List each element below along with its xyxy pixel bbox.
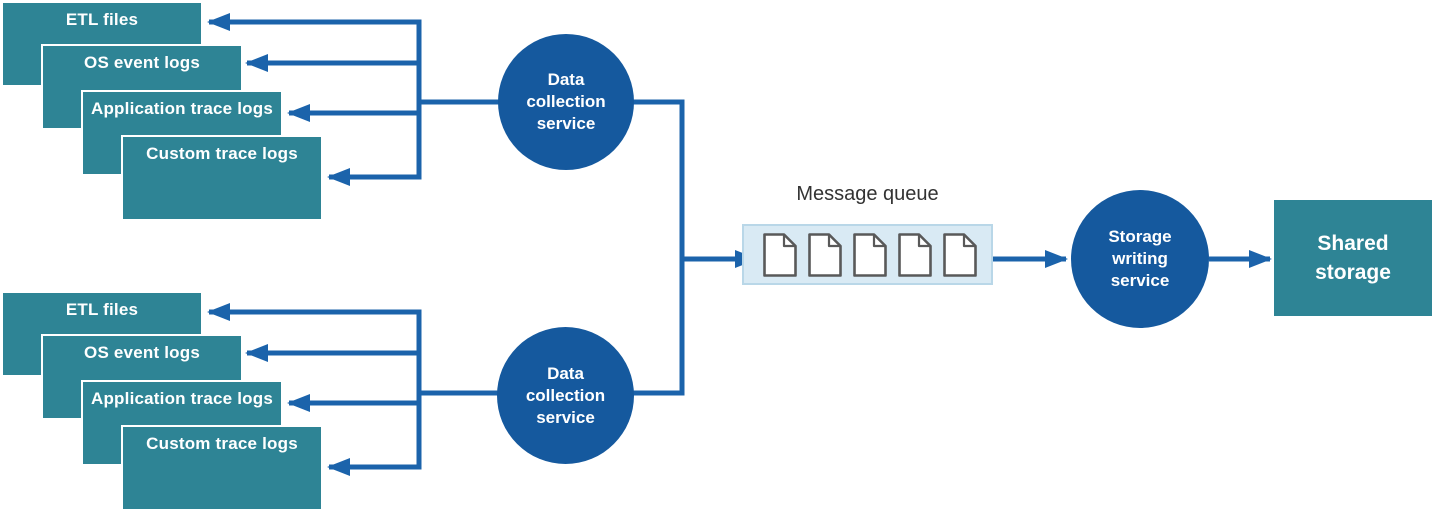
- service-label-line: collection: [526, 92, 606, 111]
- source-box-label: Application trace logs: [91, 99, 273, 118]
- service-label-line: Storage: [1108, 227, 1172, 246]
- service-label-line: service: [1110, 271, 1170, 290]
- source-box-label: Application trace logs: [91, 389, 273, 408]
- document-icon: [763, 232, 797, 277]
- message-queue-label: Message queue: [796, 183, 939, 205]
- storage-writing-service: Storage writing service: [1071, 190, 1209, 328]
- service-label-line: Data: [547, 363, 584, 383]
- source-box-label: OS event logs: [84, 53, 200, 72]
- shared-storage-label-line: storage: [1315, 261, 1391, 284]
- data-collection-service-bottom: Data collection service: [497, 327, 634, 464]
- message-queue-box: [742, 224, 993, 285]
- source-box-label: ETL files: [65, 10, 139, 29]
- source-box-label: ETL files: [65, 300, 139, 319]
- service-label-line: service: [536, 407, 595, 427]
- service-label-line: writing: [1112, 249, 1168, 268]
- source-box-custom-trace-logs: Custom trace logs: [121, 425, 323, 511]
- document-icon: [898, 232, 932, 277]
- shared-storage-box: Shared storage: [1274, 200, 1432, 316]
- source-box-label: Custom trace logs: [146, 434, 298, 453]
- document-icon: [808, 232, 842, 277]
- source-stack-bottom: ETL files OS event logs Application trac…: [0, 290, 340, 516]
- shared-storage-label-line: Shared: [1317, 232, 1389, 255]
- source-box-custom-trace-logs: Custom trace logs: [121, 135, 323, 221]
- service-label-line: Data: [547, 70, 585, 89]
- document-icon: [853, 232, 887, 277]
- source-box-label: Custom trace logs: [146, 144, 298, 163]
- service-label-line: service: [536, 114, 596, 133]
- source-box-application-trace-logs: Application trace logs: [81, 380, 283, 466]
- data-collection-service-top: Data collection service: [498, 34, 634, 170]
- message-queue-documents: [763, 232, 977, 277]
- source-box-label: OS event logs: [84, 343, 200, 362]
- connector-merge-trunk: [631, 99, 758, 396]
- source-stack-top: ETL files OS event logs Application trac…: [0, 0, 340, 232]
- service-label-line: collection: [525, 385, 606, 405]
- document-icon: [943, 232, 977, 277]
